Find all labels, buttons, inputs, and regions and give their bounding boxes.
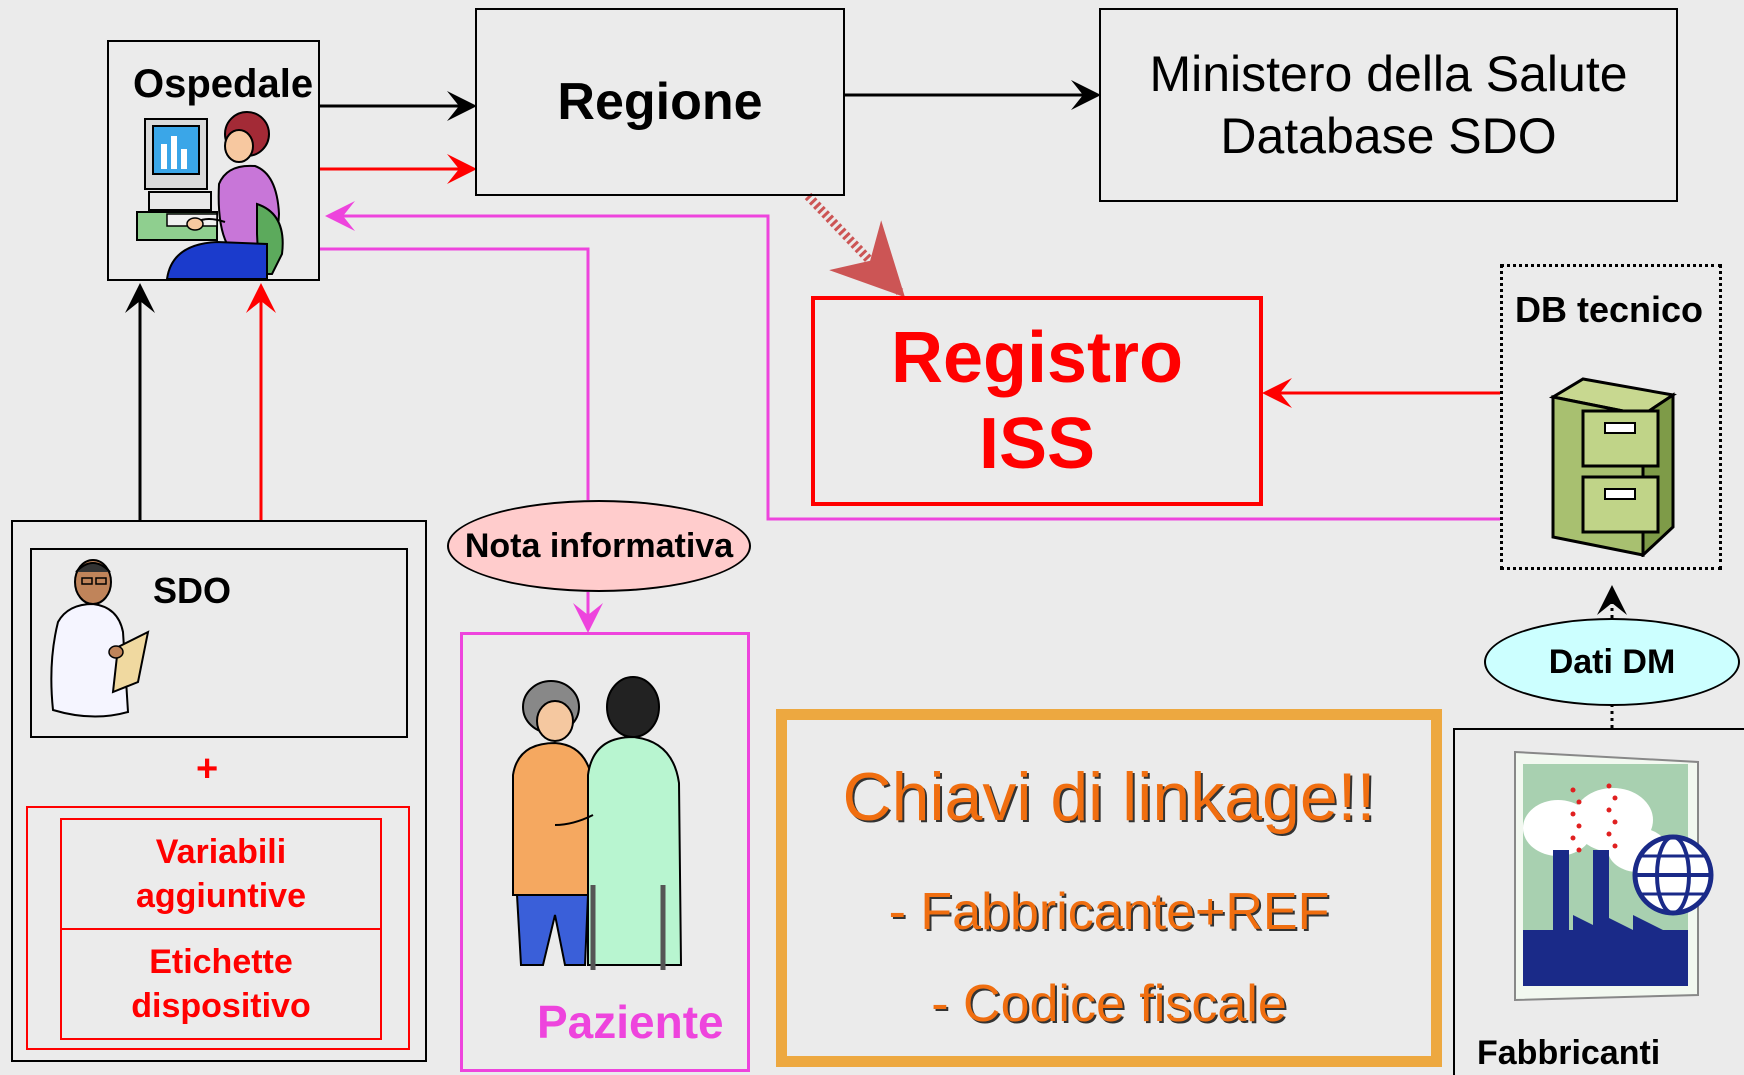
doctor-icon xyxy=(50,559,150,718)
dati-dm-label: Dati DM xyxy=(1548,642,1676,681)
paziente-label: Paziente xyxy=(537,996,724,1048)
ministero-box: Ministero della Salute Database SDO xyxy=(1099,8,1678,202)
registro-label-line2: ISS xyxy=(978,404,1096,484)
computer-user-icon xyxy=(136,111,284,279)
registro-label-line1: Registro xyxy=(890,318,1184,398)
paziente-box: Paziente xyxy=(460,632,750,1072)
patients-icon xyxy=(512,676,683,970)
extra-data-group: Variabili aggiuntive Etichette dispositi… xyxy=(26,806,410,1050)
variabili-label-line2: aggiuntive xyxy=(135,877,307,915)
fabbricanti-box: Fabbricanti xyxy=(1453,728,1744,1075)
ministero-label-line2: Database SDO xyxy=(1220,108,1557,164)
regione-box: Regione xyxy=(475,8,845,196)
line-ospedale-nota xyxy=(319,247,590,500)
filing-cabinet-icon xyxy=(1548,377,1677,557)
ospedale-box: Ospedale xyxy=(107,40,320,281)
arrow-dbtecnico-ospedale xyxy=(325,201,1500,521)
variabili-aggiuntive-box: Variabili aggiuntive xyxy=(60,818,382,930)
linkage-title: Chiavi di linkage!! xyxy=(842,759,1376,835)
variabili-label-line1: Variabili xyxy=(155,833,287,871)
ministero-label-line1: Ministero della Salute xyxy=(1149,46,1628,102)
etichette-label-line2: dispositivo xyxy=(131,987,311,1025)
db-tecnico-label: DB tecnico xyxy=(1515,289,1704,330)
fabbricanti-label: Fabbricanti xyxy=(1477,1034,1661,1072)
linkage-item-2: - Codice fiscale xyxy=(931,975,1287,1033)
nota-informativa-ellipse: Nota informativa xyxy=(447,500,751,592)
linkage-item-1: - Fabbricante+REF xyxy=(888,883,1330,941)
factory-globe-icon xyxy=(1514,750,1714,1002)
registro-iss-box: Registro ISS xyxy=(811,296,1263,506)
linkage-box: Chiavi di linkage!! - Fabbricante+REF - … xyxy=(776,709,1442,1067)
dati-dm-ellipse: Dati DM xyxy=(1484,618,1740,706)
plus-sign: + xyxy=(196,748,219,790)
sdo-box: SDO xyxy=(30,548,408,738)
nota-informativa-label: Nota informativa xyxy=(464,526,734,565)
etichette-label-line1: Etichette xyxy=(149,943,293,981)
sdo-label: SDO xyxy=(153,570,232,611)
regione-label: Regione xyxy=(557,73,763,131)
db-tecnico-box: DB tecnico xyxy=(1500,264,1722,570)
etichette-dispositivo-box: Etichette dispositivo xyxy=(60,928,382,1040)
sdo-group: SDO + Variabili aggiuntive Etichette dis… xyxy=(11,520,427,1062)
arrow-regione-registro xyxy=(804,192,905,298)
ospedale-label: Ospedale xyxy=(133,62,314,106)
